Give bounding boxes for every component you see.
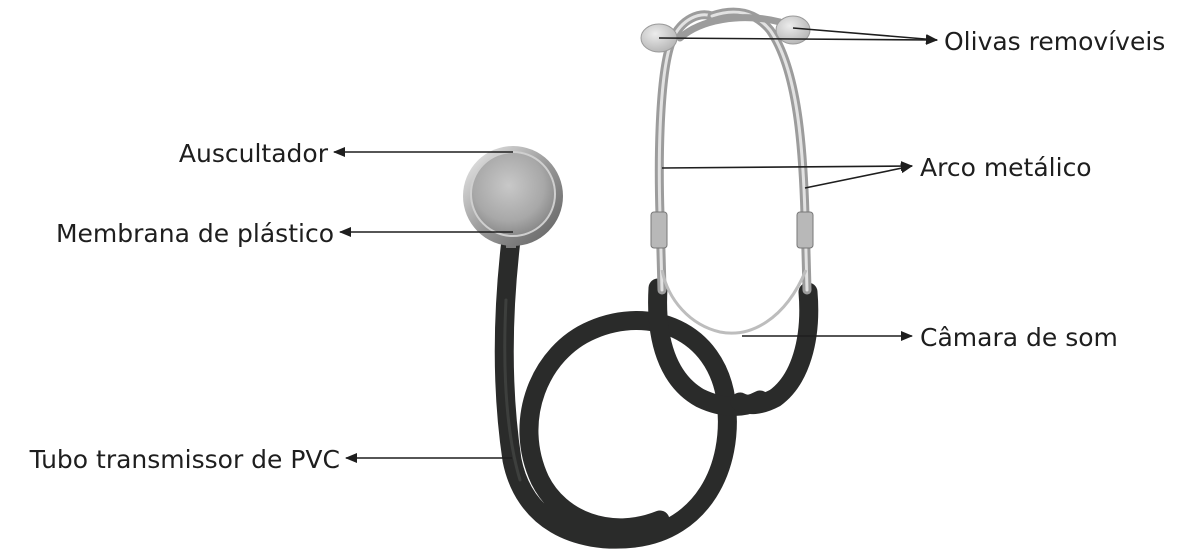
stethoscope <box>463 12 813 539</box>
label-auscultador: Auscultador <box>179 139 329 168</box>
pointer-arco-b <box>805 166 912 188</box>
label-camara: Câmara de som <box>920 323 1118 352</box>
label-arco: Arco metálico <box>920 153 1092 182</box>
tube-branch-right <box>740 292 809 405</box>
metal-tube-right <box>712 12 807 290</box>
pvc-tube <box>504 240 808 539</box>
pointers <box>334 28 937 458</box>
pointer-arco-a <box>662 166 912 168</box>
label-olivas: Olivas removíveis <box>944 27 1165 56</box>
labels: Olivas removíveis Arco metálico Ausculta… <box>29 27 1166 474</box>
metal-arc <box>651 12 813 290</box>
label-tubo: Tubo transmissor de PVC <box>29 445 340 474</box>
spring-clip-left <box>651 212 667 248</box>
pointer-olivas-a <box>659 38 937 40</box>
spring-clip-right <box>797 212 813 248</box>
pointer-olivas-b <box>793 28 937 40</box>
chestpiece-diaphragm <box>471 152 555 236</box>
label-membrana: Membrana de plástico <box>56 219 334 248</box>
